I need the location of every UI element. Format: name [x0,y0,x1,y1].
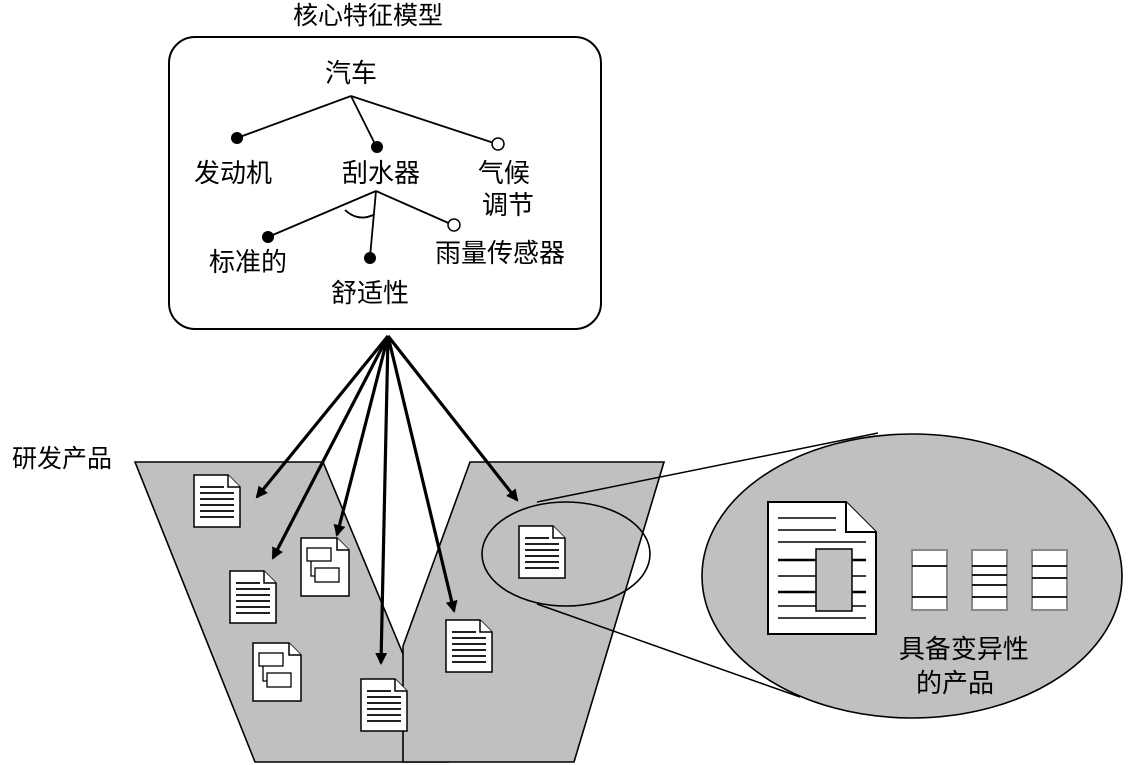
variant-fragment-icon [971,549,1008,611]
feature-comfort-label: 舒适性 [331,279,409,309]
optional-dot-climate [491,137,505,151]
derivation-arrows [255,334,519,665]
developed-products-label: 研发产品 [12,444,112,473]
document-icon [360,678,408,732]
diagram-document-icon [252,642,302,702]
variability-product-label: 具备变异性 的产品 [899,635,1037,699]
mandatory-dot-standard [262,231,274,243]
document-icon [445,619,493,673]
feature-climate-label: 气候 调节 [478,159,538,221]
zoom-connector-bottom [536,603,801,698]
mandatory-dot-wiper [371,141,383,153]
zoom-connector-top [536,432,879,503]
feature-wiper-label: 刮水器 [342,159,420,189]
feature-engine-label: 发动机 [194,159,272,189]
variable-product-document-icon [767,501,877,635]
feature-model-title: 核心特征模型 [293,1,443,30]
document-icon [229,570,277,624]
document-icon [193,474,241,528]
feature-tree-edges [236,95,498,258]
mandatory-dot-engine [231,132,243,144]
feature-rain-sensor-label: 雨量传感器 [435,239,565,269]
feature-root-car: 汽车 [325,59,377,89]
diagram-document-icon [300,537,350,597]
zoom-source-ellipse [481,501,651,607]
variant-fragment-icon [911,549,948,611]
feature-model-box [168,36,602,330]
feature-standard-label: 标准的 [209,248,287,278]
mandatory-dot-comfort [364,252,376,264]
document-icon [518,525,566,579]
optional-dot-rain-sensor [447,218,461,232]
variant-fragment-icon [1031,549,1068,611]
products-panel-right [402,461,666,763]
